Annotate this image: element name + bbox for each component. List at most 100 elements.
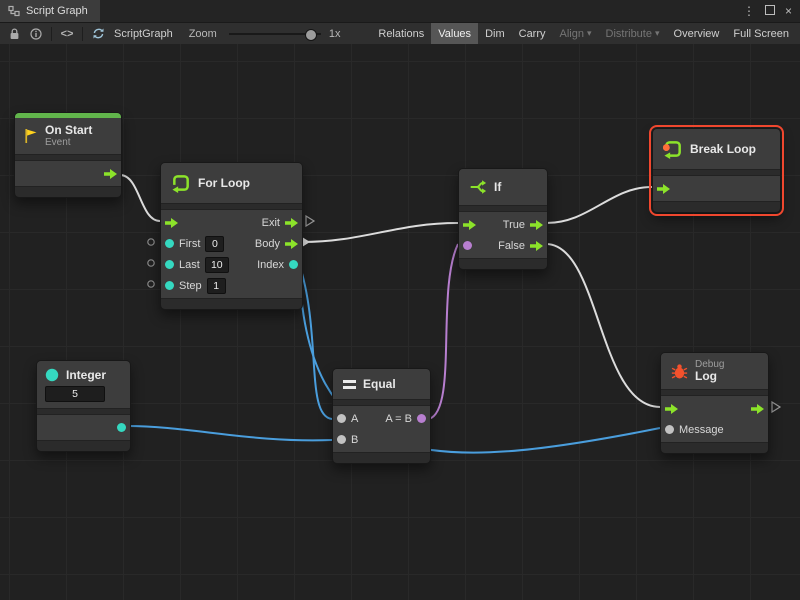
- node-debug-log[interactable]: Debug Log Message: [660, 352, 769, 455]
- toolbar-separator: [82, 26, 83, 41]
- align-dropdown[interactable]: Align▾: [559, 27, 592, 40]
- titlebar-spacer: [100, 0, 735, 22]
- port-label-b: B: [351, 433, 359, 446]
- tab-title: Script Graph: [26, 5, 88, 17]
- node-for-loop[interactable]: For Loop Exit First: [160, 162, 303, 310]
- port-label-a: A: [351, 412, 359, 425]
- node-kind: Debug: [695, 359, 725, 370]
- value-output-port-result[interactable]: [417, 414, 426, 423]
- node-if[interactable]: If True False: [458, 168, 548, 270]
- port-row: [653, 178, 780, 199]
- condition-input-port[interactable]: [463, 241, 472, 250]
- port-row: Exit: [161, 212, 302, 233]
- flow-output-port-true[interactable]: [530, 219, 543, 230]
- tab-script-graph[interactable]: Script Graph: [0, 0, 100, 22]
- relations-button[interactable]: Relations: [378, 27, 425, 40]
- wire-equal-result-to-if-condition: [428, 243, 459, 420]
- zoom-slider-handle[interactable]: [304, 28, 317, 41]
- flow-input-port[interactable]: [463, 219, 476, 230]
- step-value-field[interactable]: [206, 277, 226, 294]
- port-row: [661, 398, 768, 419]
- wire-forloop-body-to-if: [300, 222, 459, 243]
- menu-icon[interactable]: ⋮: [742, 4, 755, 18]
- flow-input-port[interactable]: [657, 183, 670, 194]
- toolbar-separator: [51, 26, 52, 41]
- flow-output-port[interactable]: [104, 168, 117, 179]
- port-label-false: False: [498, 239, 525, 252]
- wire-if-true-to-breakloop: [545, 186, 653, 224]
- port-row: [37, 417, 130, 438]
- flow-output-port-exit[interactable]: [285, 217, 298, 228]
- graph-toolbar: <> ScriptGraph Zoom 1x Relations Values …: [0, 23, 800, 45]
- value-input-port-step[interactable]: [165, 281, 174, 290]
- maximize-icon[interactable]: [764, 5, 775, 17]
- wire-onstart-to-forloop: [119, 174, 161, 222]
- value-input-port-message[interactable]: [665, 425, 674, 435]
- port-row: True: [459, 214, 547, 235]
- loop-icon: [172, 175, 189, 193]
- distribute-dropdown[interactable]: Distribute▾: [605, 27, 660, 40]
- port-label-step: Step: [179, 279, 202, 292]
- wires-layer: [119, 174, 782, 454]
- info-icon[interactable]: [26, 25, 46, 43]
- port-label-last: Last: [179, 258, 200, 271]
- node-title: Integer: [66, 368, 107, 382]
- values-button[interactable]: Values: [431, 23, 479, 44]
- port-row: Last Index: [161, 254, 302, 275]
- full-screen-button[interactable]: Full Screen: [733, 27, 789, 40]
- wire-if-false-to-debuglog: [545, 243, 661, 408]
- flow-input-port[interactable]: [165, 217, 178, 228]
- lock-icon[interactable]: [4, 25, 24, 43]
- first-value-field[interactable]: [205, 235, 225, 252]
- carry-button[interactable]: Carry: [518, 27, 546, 40]
- node-break-loop[interactable]: Break Loop: [649, 125, 784, 216]
- value-output-port-index[interactable]: [289, 260, 298, 269]
- unconnected-exit-indicator: [305, 214, 316, 228]
- node-title: Break Loop: [690, 142, 757, 156]
- port-row: A A = B: [333, 408, 430, 429]
- code-icon[interactable]: <>: [60, 27, 74, 40]
- port-row: Message: [661, 419, 768, 440]
- last-value-field[interactable]: [204, 256, 229, 273]
- integer-icon: [45, 368, 59, 382]
- zoom-slider[interactable]: [228, 27, 321, 41]
- zoom-slider-track: [228, 32, 321, 35]
- flow-output-port-false[interactable]: [530, 240, 543, 251]
- node-title: If: [494, 180, 502, 194]
- scriptgraph-asset-icon: [88, 25, 108, 43]
- value-output-port[interactable]: [117, 423, 126, 432]
- graph-canvas[interactable]: On Start Event For Loop: [0, 44, 800, 600]
- wire-integer-to-equal-b: [125, 425, 333, 442]
- node-integer[interactable]: Integer: [36, 360, 131, 452]
- node-on-start[interactable]: On Start Event: [14, 112, 122, 199]
- port-label-message: Message: [679, 423, 724, 436]
- value-input-port-last[interactable]: [165, 260, 174, 269]
- port-row: False: [459, 235, 547, 256]
- chevron-down-icon: ▾: [586, 28, 592, 38]
- node-title: For Loop: [198, 176, 250, 190]
- overview-button[interactable]: Overview: [673, 27, 720, 40]
- value-input-port-first[interactable]: [165, 239, 174, 248]
- node-subtitle: Event: [45, 137, 71, 149]
- unconnected-port-indicator: [147, 280, 155, 288]
- chevron-down-icon: ▾: [654, 28, 660, 38]
- node-title: Log: [695, 369, 717, 383]
- flow-output-port[interactable]: [751, 403, 764, 414]
- titlebar: Script Graph ⋮ ×: [0, 0, 800, 23]
- value-input-port-b[interactable]: [337, 435, 346, 444]
- port-row: B: [333, 429, 430, 450]
- port-label-exit: Exit: [261, 216, 280, 229]
- node-equal[interactable]: Equal A A = B B: [332, 368, 431, 464]
- integer-value-field[interactable]: [45, 386, 105, 402]
- port-label-result: A = B: [385, 412, 412, 425]
- node-title: Equal: [363, 377, 396, 391]
- zoom-value: 1x: [328, 27, 341, 40]
- value-input-port-a[interactable]: [337, 414, 346, 423]
- flow-input-port[interactable]: [665, 403, 678, 414]
- unconnected-port-indicator: [147, 238, 155, 246]
- dim-button[interactable]: Dim: [485, 27, 505, 40]
- flow-output-port-body[interactable]: [285, 238, 298, 249]
- close-icon[interactable]: ×: [784, 4, 792, 18]
- wire-index-to-equal-a: [298, 262, 333, 420]
